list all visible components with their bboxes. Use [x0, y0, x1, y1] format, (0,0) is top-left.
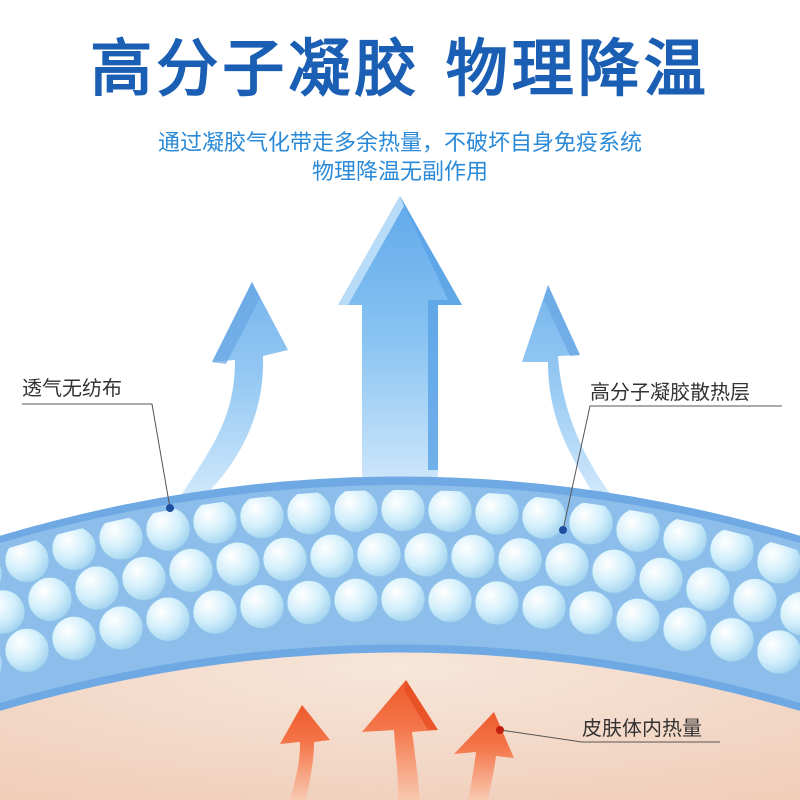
gel-bead	[450, 534, 496, 579]
gel-bead	[262, 536, 308, 582]
gel-bead	[474, 580, 520, 626]
gel-bead	[474, 490, 520, 536]
cool-arrow-right	[522, 285, 615, 505]
gel-bead	[356, 532, 402, 578]
gel-bead	[239, 584, 285, 629]
gel-bead	[380, 577, 426, 622]
label-breathable-fabric: 透气无纺布	[22, 376, 122, 400]
gel-bead	[497, 537, 543, 583]
gel-bead	[74, 565, 120, 611]
label-gel-layer: 高分子凝胶散热层	[590, 380, 750, 404]
gel-bead	[98, 605, 144, 651]
gel-bead	[685, 566, 731, 612]
gel-bead	[568, 500, 614, 546]
gel-bead	[662, 606, 708, 652]
heat-arrow-left	[280, 705, 330, 800]
gel-bead	[168, 548, 214, 593]
heat-arrow-center	[362, 680, 438, 800]
gel-bead	[121, 556, 167, 601]
gel-bead	[568, 590, 614, 636]
gel-bead	[732, 578, 778, 623]
gel-bead	[192, 589, 238, 635]
callout-line-skin	[496, 726, 720, 743]
gel-bead	[756, 629, 800, 675]
gel-bead	[521, 494, 567, 540]
gel-bead	[380, 490, 426, 532]
gel-bead	[0, 641, 3, 687]
gel-bead	[521, 584, 567, 630]
gel-bead	[709, 617, 755, 663]
gel-bead	[403, 532, 449, 578]
subtitle-line-2: 物理降温无副作用	[311, 160, 488, 185]
gel-bead	[779, 591, 800, 636]
callout-line-fabric	[22, 403, 174, 512]
label-body-heat: 皮肤体内热量	[582, 716, 702, 740]
gel-bead	[239, 494, 285, 539]
gel-bead	[192, 499, 238, 545]
gel-bead	[333, 490, 379, 533]
gel-bead	[638, 556, 684, 602]
gel-bead	[615, 507, 661, 553]
gel-bead	[309, 533, 355, 579]
gel-bead	[215, 541, 261, 587]
gel-bead	[286, 490, 332, 535]
gel-bead	[0, 589, 26, 635]
gel-bead	[4, 627, 50, 673]
gel-bead	[333, 577, 379, 623]
gel-bead	[427, 578, 473, 623]
gel-bead	[27, 576, 73, 622]
gel-bead	[145, 596, 191, 642]
gel-bead	[544, 542, 590, 588]
gel-bead	[286, 580, 332, 625]
gel-bead	[145, 506, 191, 552]
gel-bead	[0, 551, 3, 597]
gel-bead-layer	[0, 490, 800, 687]
gel-bead	[615, 597, 661, 643]
subtitle-line-1: 通过凝胶气化带走多余热量，不破坏自身免疫系统	[157, 131, 642, 156]
heat-arrow-right	[454, 712, 514, 800]
gel-bead	[591, 548, 637, 594]
gel-bead	[51, 615, 97, 661]
gel-bead	[427, 490, 473, 533]
page-title: 高分子凝胶 物理降温	[90, 32, 710, 105]
callout-line-gel	[559, 405, 782, 534]
cool-arrow-center	[338, 196, 462, 485]
cool-arrow-left	[178, 282, 288, 508]
